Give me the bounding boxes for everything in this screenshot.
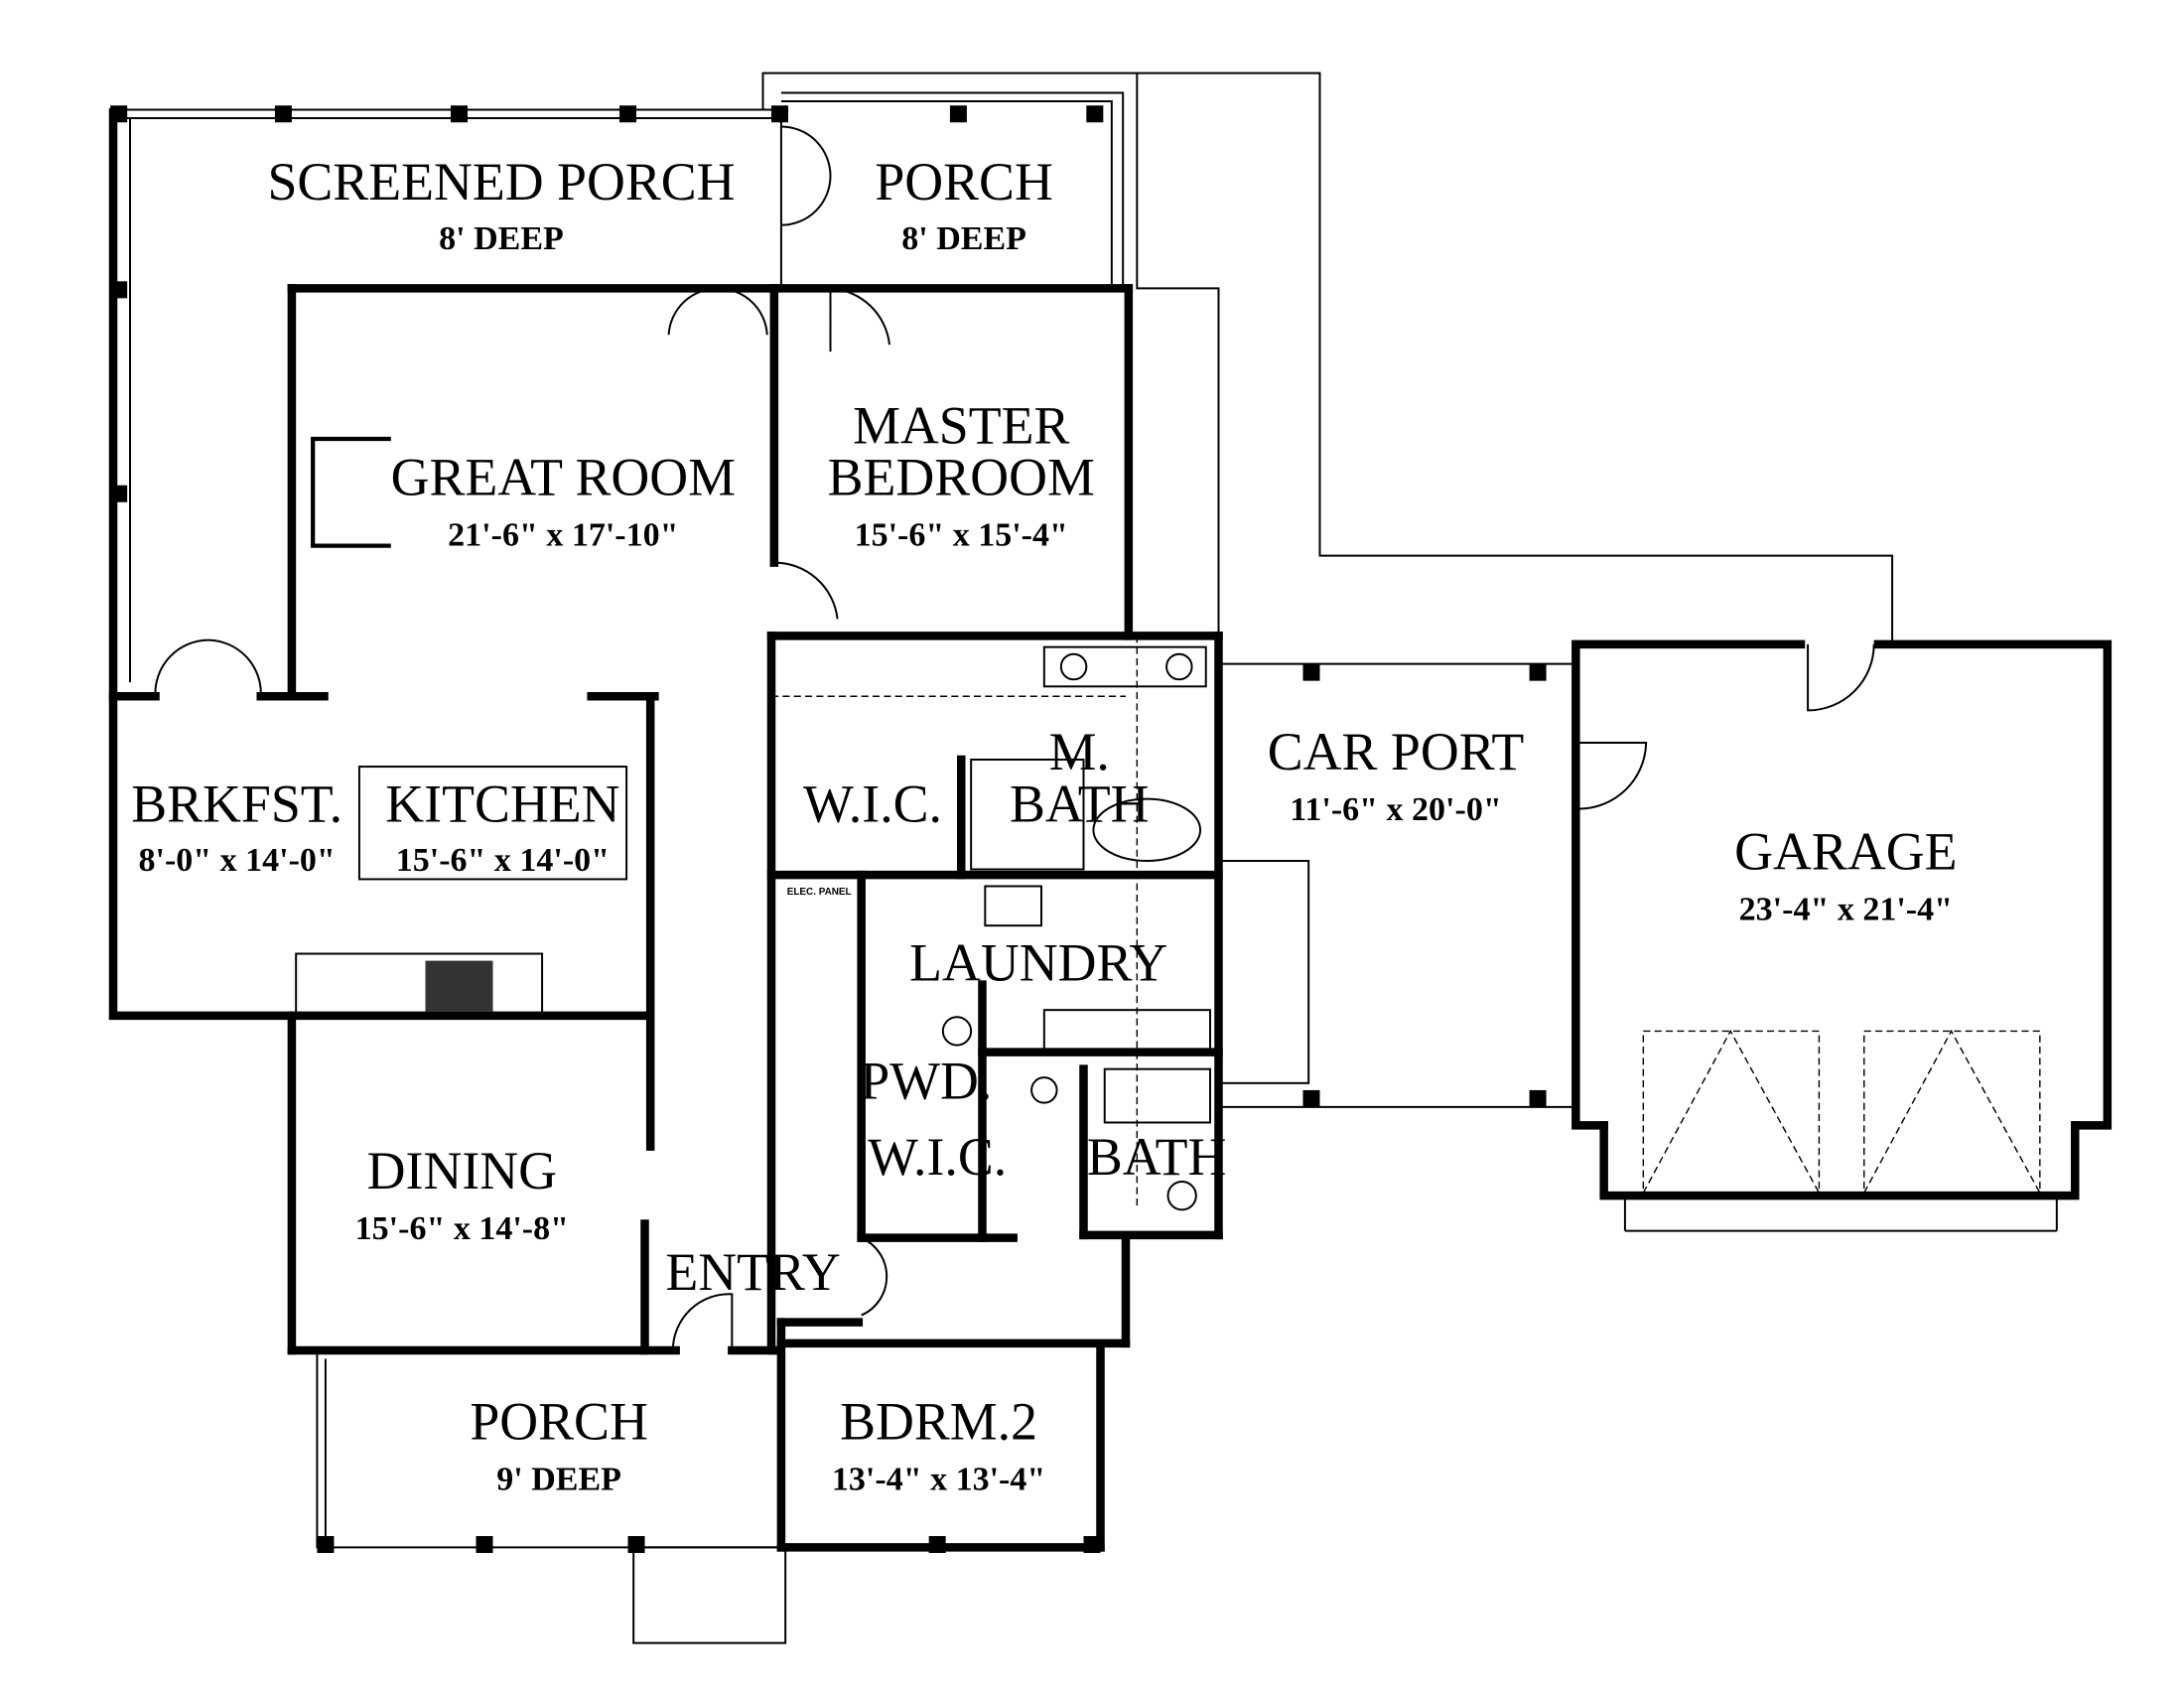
room-label: PWD. — [860, 1051, 992, 1110]
room-breakfast: BRKFST. 8'-0" x 14'-0" — [131, 774, 342, 879]
room-label: CAR PORT — [1268, 722, 1525, 781]
room-master-bath: M. BATH — [1010, 722, 1150, 833]
room-label: BATH — [1087, 1127, 1227, 1187]
room-label: ENTRY — [665, 1242, 840, 1302]
room-label: PORCH — [875, 152, 1052, 211]
room-dim: 15'-6" x 15'-4" — [855, 517, 1068, 554]
room-label: BRKFST. — [131, 774, 342, 833]
room-dim: 8' DEEP — [901, 220, 1026, 257]
outline-lines — [113, 71, 2058, 1644]
room-label-2: BEDROOM — [828, 448, 1095, 507]
room-label-2: BATH — [1010, 774, 1150, 833]
walls — [108, 108, 2113, 1552]
room-dim: 15'-6" x 14'-8" — [355, 1210, 569, 1247]
room-porch-rear: PORCH 8' DEEP — [875, 152, 1052, 257]
room-label: MASTER — [853, 395, 1069, 455]
room-dim: 11'-6" x 20'-0" — [1290, 791, 1501, 828]
room-dim: 13'-4" x 13'-4" — [832, 1461, 1045, 1497]
room-kitchen: KITCHEN 15'-6" x 14'-0" — [385, 774, 619, 879]
room-powder: PWD. — [860, 1051, 992, 1110]
room-laundry: LAUNDRY — [909, 932, 1167, 992]
room-label: LAUNDRY — [909, 932, 1167, 992]
room-dim: 8'-0" x 14'-0" — [139, 842, 336, 879]
room-bath: BATH — [1087, 1127, 1227, 1187]
room-bedroom-2: BDRM.2 13'-4" x 13'-4" — [832, 1391, 1045, 1497]
room-car-port: CAR PORT 11'-6" x 20'-0" — [1268, 722, 1525, 828]
fixtures: ELEC. PANEL — [154, 125, 1875, 1351]
room-entry: ENTRY — [665, 1242, 840, 1302]
room-dim: 8' DEEP — [439, 220, 564, 257]
room-dim: 9' DEEP — [496, 1461, 621, 1497]
room-dim: 23'-4" x 21'-4" — [1739, 892, 1953, 928]
room-label: GARAGE — [1734, 822, 1957, 882]
room-label: W.I.C. — [803, 774, 942, 833]
room-garage: GARAGE 23'-4" x 21'-4" — [1734, 822, 1957, 928]
room-label: SCREENED PORCH — [267, 152, 735, 211]
room-labels: SCREENED PORCH 8' DEEP PORCH 8' DEEP GRE… — [131, 152, 1957, 1497]
room-screened-porch: SCREENED PORCH 8' DEEP — [267, 152, 735, 257]
room-dim: 15'-6" x 14'-0" — [396, 842, 610, 879]
room-label: KITCHEN — [385, 774, 619, 833]
room-wic-2: W.I.C. — [868, 1127, 1007, 1187]
posts — [110, 105, 1547, 1553]
room-dining: DINING 15'-6" x 14'-8" — [355, 1141, 569, 1247]
room-label: PORCH — [470, 1391, 648, 1451]
room-label: W.I.C. — [868, 1127, 1007, 1187]
room-label: GREAT ROOM — [391, 448, 736, 507]
room-dim: 21'-6" x 17'-10" — [448, 517, 678, 554]
room-master-wic: W.I.C. — [803, 774, 942, 833]
room-master-bedroom: MASTER BEDROOM 15'-6" x 15'-4" — [828, 395, 1095, 553]
room-front-porch: PORCH 9' DEEP — [470, 1391, 648, 1497]
room-label: DINING — [367, 1141, 557, 1200]
room-label: BDRM.2 — [840, 1391, 1037, 1451]
elec-panel-note: ELEC. PANEL — [787, 887, 852, 898]
room-great-room: GREAT ROOM 21'-6" x 17'-10" — [391, 448, 736, 554]
room-label: M. — [1049, 722, 1110, 781]
